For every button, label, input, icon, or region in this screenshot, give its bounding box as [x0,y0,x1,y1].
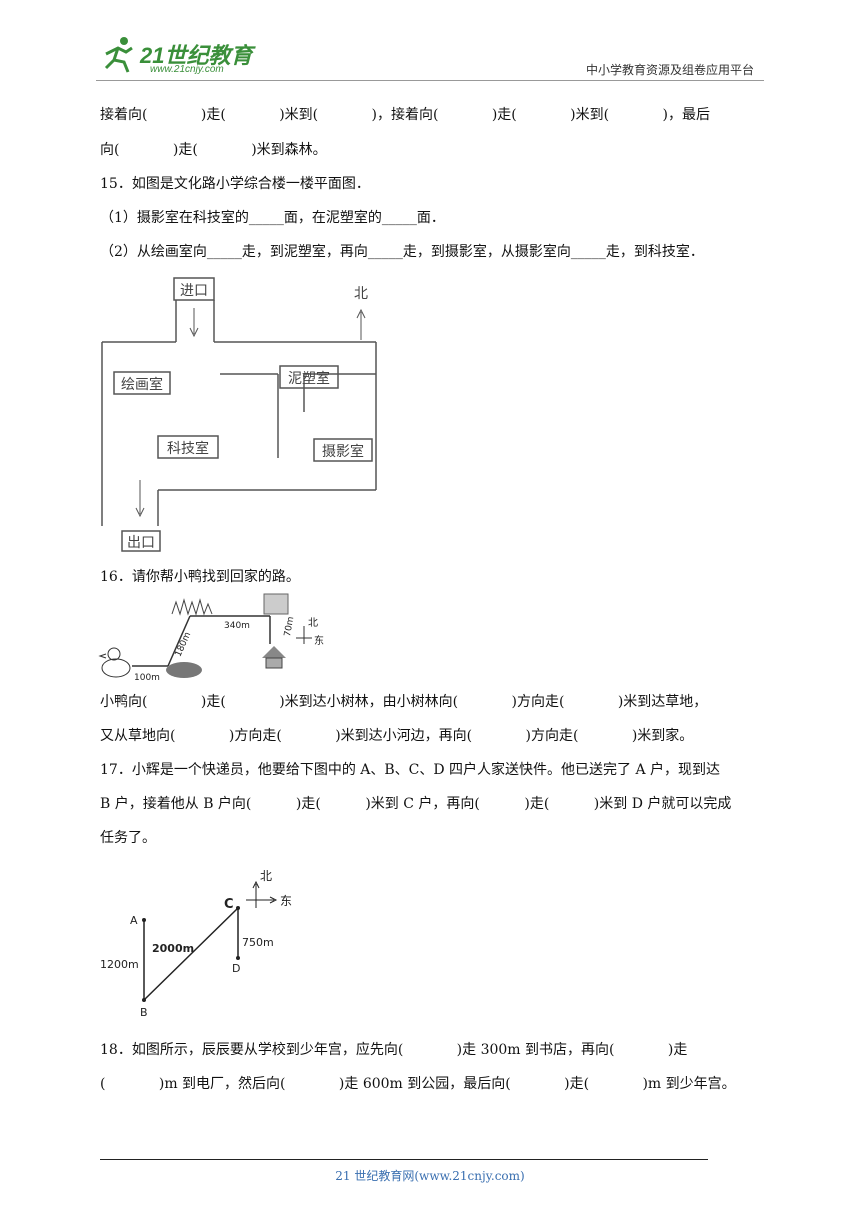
point-b-label: B [140,1006,148,1019]
q16-line-1: 小鸭向( )走( )米到达小树林，由小树林向( )方向走( )米到达草地， [100,694,708,710]
compass-icon [246,880,278,908]
q18-line-2: ( )m 到电厂，然后向( )走 600m 到公园，最后向( )走( )m 到少… [100,1076,736,1092]
north-label: 北 [260,869,272,883]
site-slogan: 中小学教育资源及组卷应用平台 [585,63,754,77]
river-icon [263,593,289,615]
woods-icon [166,662,202,678]
duck-route-figure: 100m 180m 340m 70m 北 东 [98,593,324,683]
east-label: 东 [314,634,324,647]
room-painting-label: 绘画室 [121,376,163,393]
site-logo-url: www.21cnjy.com [150,64,224,75]
q18-line-1: 18．如图所示，辰辰要从学校到少年宫，应先向( )走 300m 到书店，再向( … [100,1042,688,1058]
east-label: 东 [280,894,292,908]
q16-title: 16．请你帮小鸭找到回家的路。 [100,569,300,585]
q15-part-2: （2）从绘画室向_____走，到泥塑室，再向_____走，到摄影室，从摄影室向_… [100,244,704,260]
q14-line-2: 向( )走( )米到森林。 [100,142,327,158]
footer-divider [100,1159,708,1160]
exit-label: 出口 [127,535,155,551]
dist-340m: 340m [224,621,250,631]
header-divider [96,80,764,81]
north-label: 北 [308,617,318,629]
dist-cd: 750m [242,936,274,949]
q17-line-1: 17．小辉是一个快递员，他要给下图中的 A、B、C、D 四户人家送快件。他已送完… [100,762,721,778]
q17-line-3: 任务了。 [100,830,156,846]
room-science-label: 科技室 [167,440,209,457]
footer-link[interactable]: 21 世纪教育网(www.21cnjy.com) [335,1169,525,1183]
q16-line-2: 又从草地向( )方向走( )米到达小河边，再向( )方向走( )米到家。 [100,728,694,744]
dist-ab: 1200m [100,958,139,971]
entrance-label: 进口 [180,283,208,299]
dist-180m: 180m [174,631,194,659]
north-label: 北 [354,286,368,302]
runner-logo-icon [104,37,133,73]
q17-line-2: B 户，接着他从 B 户向( )走( )米到 C 户，再向( )走( )米到 D… [100,796,732,812]
q15-part-1: （1）摄影室在科技室的_____面，在泥塑室的_____面． [100,210,445,226]
floor-plan-figure: 进口 北 绘画室 泥塑室 科技室 摄影室 出口 [101,277,377,552]
point-c-label: C [224,897,234,912]
site-logo-text: 21世纪教育 [140,43,253,68]
delivery-map-figure: A B C D 1200m 2000m 750m 北 东 [100,869,292,1019]
q15-title: 15．如图是文化路小学综合楼一楼平面图． [100,176,370,192]
point-d-label: D [232,962,240,975]
q14-line-1: 接着向( )走( )米到( )，接着向( )走( )米到( )，最后 [100,107,710,123]
point-a-label: A [130,914,138,927]
dist-70m: 70m [283,616,296,638]
grass-icon [171,598,213,616]
dist-100m: 100m [134,673,160,683]
room-photo-label: 摄影室 [322,443,364,460]
room-clay-label: 泥塑室 [288,370,330,387]
compass-icon [296,626,312,644]
duck-icon [98,647,131,678]
house-icon [262,646,286,669]
dist-bc: 2000m [152,942,194,955]
